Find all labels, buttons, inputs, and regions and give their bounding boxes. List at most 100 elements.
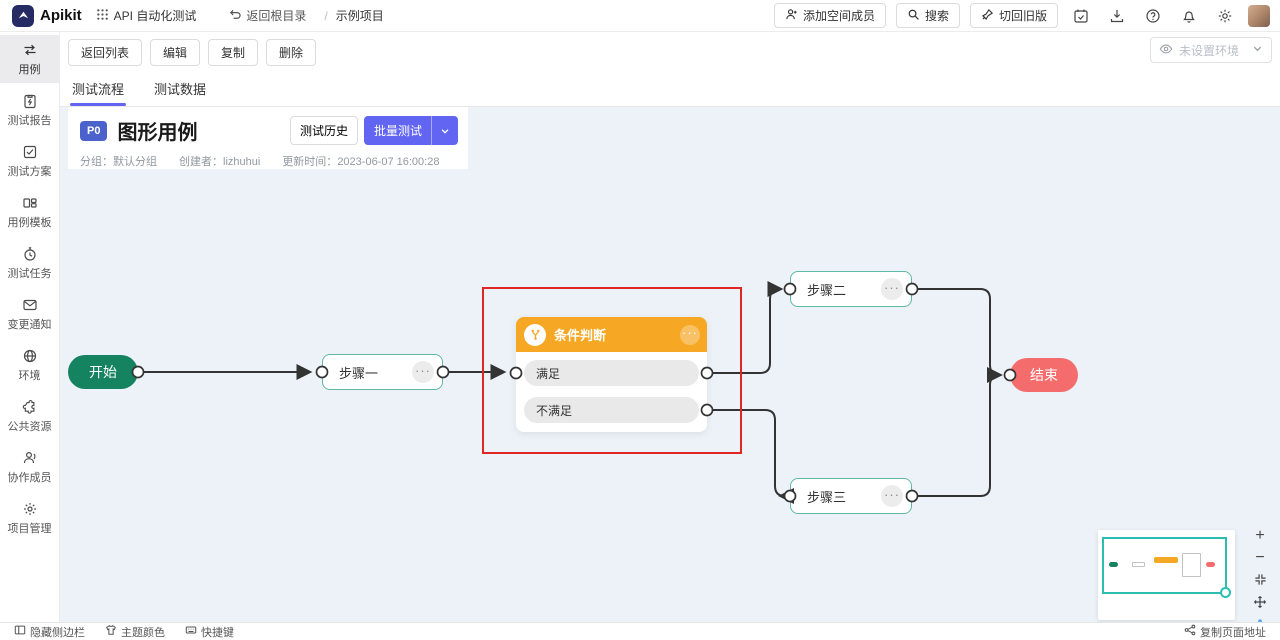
- undo-icon: [228, 8, 241, 24]
- search-button[interactable]: 搜索: [895, 3, 960, 28]
- sidebar-item-environments[interactable]: 环境: [0, 341, 59, 389]
- chevron-down-icon: [1252, 43, 1263, 57]
- test-history-button[interactable]: 测试历史: [289, 116, 358, 145]
- mini-branch-box: [1182, 553, 1201, 577]
- flow-node-start[interactable]: 开始: [68, 355, 138, 389]
- case-toolbar: 返回列表 编辑 复制 删除: [60, 32, 1280, 73]
- download-icon[interactable]: [1104, 5, 1130, 27]
- case-creator: 创建者：lizhuhui: [179, 156, 261, 168]
- person-icon: [22, 450, 38, 466]
- tab-test-data[interactable]: 测试数据: [154, 82, 207, 97]
- delete-button[interactable]: 删除: [266, 39, 317, 66]
- chevron-down-icon[interactable]: [432, 120, 458, 142]
- node-more-button[interactable]: ···: [881, 278, 903, 300]
- sidebar-item-case-templates[interactable]: 用例模板: [0, 188, 59, 236]
- flow-node-step1[interactable]: 步骤一 ···: [322, 354, 443, 390]
- branch-unsatisfied[interactable]: 不满足: [524, 397, 699, 423]
- node-more-button[interactable]: ···: [680, 324, 700, 345]
- eye-icon: [1159, 42, 1173, 59]
- mail-icon: [22, 297, 38, 313]
- flow-icon: [22, 42, 38, 58]
- fit-view-button[interactable]: [1250, 571, 1270, 588]
- notifications-bell-icon[interactable]: [1176, 5, 1202, 27]
- flow-node-condition[interactable]: 条件判断 ··· 满足 不满足: [516, 317, 707, 432]
- flow-node-step3[interactable]: 步骤三 ···: [790, 478, 912, 514]
- zoom-in-button[interactable]: +: [1255, 526, 1265, 544]
- bottom-statusbar: 隐藏侧边栏 主题颜色 快捷键 复制页面地址: [0, 622, 1280, 640]
- shortcuts-button[interactable]: 快捷键: [185, 624, 234, 640]
- template-icon: [22, 195, 38, 211]
- minimap-viewport[interactable]: [1102, 537, 1231, 598]
- branch-icon: [524, 323, 546, 346]
- stopwatch-icon: [22, 246, 38, 262]
- condition-header: 条件判断 ···: [516, 317, 707, 352]
- zoom-out-button[interactable]: −: [1255, 548, 1265, 566]
- flow-node-end[interactable]: 结束: [1010, 358, 1078, 392]
- sidebar-item-project-settings[interactable]: 项目管理: [0, 494, 59, 542]
- globe-icon: [22, 348, 38, 364]
- apikit-logo-icon[interactable]: [12, 4, 34, 27]
- mini-step-node: [1132, 562, 1145, 567]
- sidebar-item-collaborators[interactable]: 协作成员: [0, 443, 59, 491]
- sidebar-item-test-reports[interactable]: 测试报告: [0, 86, 59, 134]
- person-plus-icon: [785, 8, 798, 24]
- help-icon[interactable]: [1140, 5, 1166, 27]
- edit-button[interactable]: 编辑: [150, 39, 201, 66]
- minimap: [1098, 530, 1235, 620]
- breadcrumb-project[interactable]: 示例项目: [336, 7, 384, 24]
- node-label: 步骤二: [807, 282, 847, 298]
- flow-canvas[interactable]: P0 图形用例 测试历史 批量测试 分组：默认分组: [60, 107, 1280, 622]
- back-root-link[interactable]: 返回根目录: [228, 7, 306, 24]
- button-divider: [431, 116, 432, 145]
- mini-end-node: [1206, 562, 1215, 567]
- report-icon: [22, 93, 38, 109]
- minimap-resize-handle[interactable]: [1220, 587, 1231, 598]
- sidebar-item-test-plans[interactable]: 测试方案: [0, 137, 59, 185]
- tab-test-flow[interactable]: 测试流程: [70, 75, 127, 106]
- plan-icon: [22, 144, 38, 160]
- node-label: 步骤三: [807, 489, 847, 505]
- back-to-list-button[interactable]: 返回列表: [68, 39, 143, 66]
- node-label: 步骤一: [339, 365, 379, 381]
- switch-old-version-button[interactable]: 切回旧版: [969, 3, 1058, 28]
- case-group: 分组：默认分组: [80, 156, 157, 168]
- canvas-controls: + − A: [1248, 527, 1272, 622]
- search-icon: [907, 8, 920, 24]
- hide-sidebar-button[interactable]: 隐藏侧边栏: [14, 624, 85, 640]
- pin-icon: [981, 8, 994, 24]
- theme-color-button[interactable]: 主题颜色: [105, 624, 165, 640]
- add-member-button[interactable]: 添加空间成员: [773, 3, 886, 28]
- sidebar-item-test-tasks[interactable]: 测试任务: [0, 239, 59, 287]
- node-label: 条件判断: [554, 328, 607, 343]
- pan-move-button[interactable]: [1250, 593, 1270, 610]
- environment-placeholder: 未设置环境: [1179, 43, 1240, 58]
- environment-selector[interactable]: 未设置环境: [1150, 37, 1272, 63]
- share-icon: [1184, 624, 1196, 639]
- puzzle-icon: [22, 399, 38, 415]
- batch-test-button[interactable]: 批量测试: [363, 116, 458, 145]
- breadcrumb-separator: /: [324, 8, 328, 23]
- sidebar-item-use-cases[interactable]: 用例: [0, 35, 59, 83]
- sidebar-panel-icon: [14, 624, 26, 639]
- node-more-button[interactable]: ···: [881, 485, 903, 507]
- sidebar-item-change-notices[interactable]: 变更通知: [0, 290, 59, 338]
- main-panel: 未设置环境 返回列表 编辑 复制 删除 测试流程 测试数据 P0 图形用例 测试…: [60, 32, 1280, 622]
- flow-node-step2[interactable]: 步骤二 ···: [790, 271, 912, 307]
- brand-name: Apikit: [40, 7, 82, 24]
- copy-button[interactable]: 复制: [208, 39, 259, 66]
- text-tool-button[interactable]: A: [1250, 615, 1270, 623]
- edge-satisfied-step2: [707, 281, 784, 374]
- user-avatar[interactable]: [1248, 4, 1270, 27]
- case-title: 图形用例: [117, 122, 198, 144]
- workspace-switcher[interactable]: API 自动化测试: [96, 7, 197, 24]
- top-header: Apikit API 自动化测试 返回根目录 / 示例项目 添加空间成员 搜索: [0, 0, 1280, 32]
- workspace-name: API 自动化测试: [113, 9, 197, 23]
- copy-page-url-button[interactable]: 复制页面地址: [1184, 624, 1266, 640]
- sidebar-item-shared-resources[interactable]: 公共资源: [0, 392, 59, 440]
- node-more-button[interactable]: ···: [412, 361, 434, 383]
- settings-gear-icon[interactable]: [1212, 5, 1238, 27]
- branch-satisfied[interactable]: 满足: [524, 360, 699, 386]
- calendar-check-icon[interactable]: [1068, 5, 1094, 27]
- mini-condition-node: [1154, 557, 1178, 563]
- grid-icon: [96, 8, 109, 24]
